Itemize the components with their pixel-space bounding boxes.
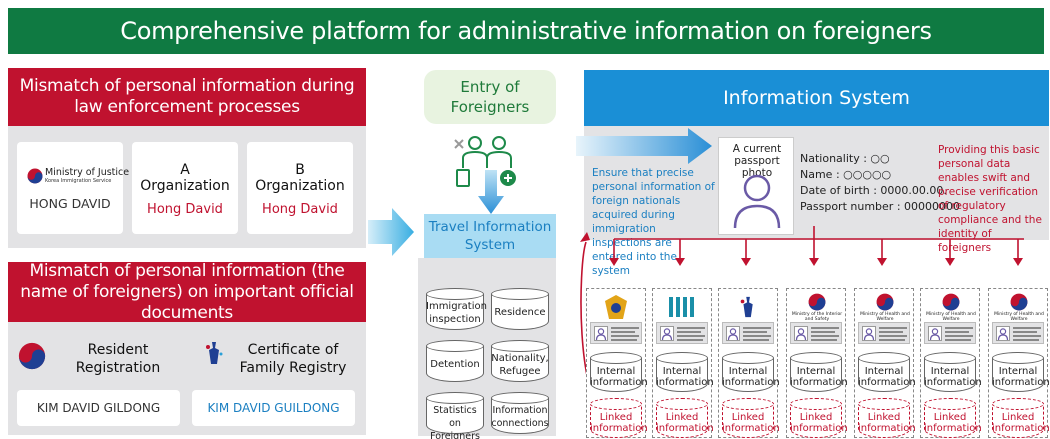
travel-info-system-title: Travel Information System xyxy=(424,214,556,258)
person-avatar-icon xyxy=(594,326,608,341)
information-connections-db: Information connections xyxy=(491,392,549,434)
linked-information-db: Linked information xyxy=(656,398,714,438)
passport-photo-label: A current passport photo xyxy=(732,143,782,179)
person-avatar-icon xyxy=(733,174,781,229)
passport-photo-card: A current passport photo xyxy=(718,137,794,235)
a-org-name: Hong David xyxy=(147,202,223,217)
moj-name: HONG DAVID xyxy=(29,196,111,211)
arrow-right-icon xyxy=(576,128,712,164)
person-avatar-icon xyxy=(928,326,942,341)
b-org-card: B Organization Hong David xyxy=(247,142,353,234)
info-system-left-note: Ensure that precise personal information… xyxy=(592,167,715,277)
b-org-label: Organization xyxy=(255,178,345,194)
mini-passport-card xyxy=(722,322,774,344)
resident-registration-title: Resident Registration xyxy=(75,342,161,376)
korea-emblem-icon xyxy=(1010,293,1028,311)
linked-information-db: Linked information xyxy=(590,398,648,438)
arrow-down-icon xyxy=(478,170,504,214)
mini-passport-card xyxy=(992,322,1044,344)
a-org-label: Organization xyxy=(140,178,230,194)
b-org-name: Hong David xyxy=(262,202,338,217)
linked-information-db: Linked information xyxy=(790,398,848,438)
internal-information-db: Internal information xyxy=(590,352,648,392)
family-registry-title: Certificate of Family Registry xyxy=(239,342,347,376)
mini-passport-card xyxy=(858,322,910,344)
b-org-letter: B xyxy=(295,162,305,178)
statistics-db: Statistics on Foreigners xyxy=(426,392,484,439)
internal-information-db: Internal information xyxy=(992,352,1050,392)
birth-date-field: Date of birth : 0000.00.00. xyxy=(800,184,947,197)
nationality-field: Nationality : ○○ xyxy=(800,152,890,165)
entry-label: Entry of Foreigners xyxy=(424,70,556,124)
person-avatar-icon xyxy=(726,326,740,341)
passport-number-field: Passport number : 00000000 xyxy=(800,200,961,213)
linked-information-db: Linked information xyxy=(722,398,780,438)
person-avatar-icon xyxy=(660,326,674,341)
korea-emblem-icon xyxy=(27,168,43,184)
official-docs-header: Mismatch of personal information (the na… xyxy=(8,261,366,323)
court-emblem-icon xyxy=(206,342,223,364)
nationality-refugee-db: Nationality, Refugee xyxy=(491,340,549,382)
connector-lines xyxy=(580,226,1024,417)
korea-emblem-icon xyxy=(808,293,826,311)
agency-name: Ministry of Health and Welfare xyxy=(860,312,910,322)
court-emblem-icon xyxy=(740,296,753,318)
name-field: Name : ○○○○○ xyxy=(800,168,892,181)
agency-name: Ministry of Health and Welfare xyxy=(994,312,1044,322)
linked-information-db: Linked information xyxy=(992,398,1050,438)
a-org-card: A Organization Hong David xyxy=(132,142,238,234)
linked-information-db: Linked information xyxy=(858,398,916,438)
agency-name: Ministry of the Interior and Safety xyxy=(791,312,843,322)
immigration-inspection-db: Immigration inspection xyxy=(426,288,487,330)
mini-passport-card xyxy=(590,322,642,344)
korea-emblem-icon xyxy=(942,293,960,311)
mini-passport-card xyxy=(790,322,842,344)
page-title: Comprehensive platform for administrativ… xyxy=(8,8,1044,54)
mini-passport-card xyxy=(656,322,708,344)
internal-information-db: Internal information xyxy=(924,352,982,392)
agency-logo-icon xyxy=(669,297,694,317)
agency-name: Ministry of Health and Welfare xyxy=(926,312,976,322)
resident-registration-name: KIM DAVID GILDONG xyxy=(17,390,180,426)
arrow-right-icon xyxy=(368,208,414,256)
internal-information-db: Internal information xyxy=(656,352,714,392)
passport-fields: Nationality : ○○ Name : ○○○○○ Date of bi… xyxy=(800,151,960,215)
mini-passport-card xyxy=(924,322,976,344)
person-avatar-icon xyxy=(862,326,876,341)
internal-information-db: Internal information xyxy=(790,352,848,392)
linked-information-db: Linked information xyxy=(924,398,982,438)
info-system-title: Information System xyxy=(584,70,1049,126)
person-avatar-icon xyxy=(996,326,1010,341)
family-registry-name: KIM DAVID GUILDONG xyxy=(192,390,355,426)
law-enforcement-header: Mismatch of personal information during … xyxy=(8,68,366,126)
detention-db: Detention xyxy=(426,340,484,382)
info-system-right-note: Providing this basic personal data enabl… xyxy=(938,144,1042,254)
moj-org-line1: Ministry of Justice xyxy=(45,167,130,178)
moj-org-line2: Korea Immigration Service xyxy=(45,178,112,184)
person-avatar-icon xyxy=(794,326,808,341)
internal-information-db: Internal information xyxy=(858,352,916,392)
police-emblem-icon xyxy=(605,295,627,319)
a-org-letter: A xyxy=(180,162,190,178)
immigration-people-icon xyxy=(454,136,516,187)
residence-db: Residence xyxy=(491,288,549,330)
internal-information-db: Internal information xyxy=(722,352,780,392)
korea-emblem-icon xyxy=(876,293,894,311)
korea-emblem-icon xyxy=(18,342,46,370)
moj-card: Ministry of Justice Korea Immigration Se… xyxy=(17,142,129,234)
